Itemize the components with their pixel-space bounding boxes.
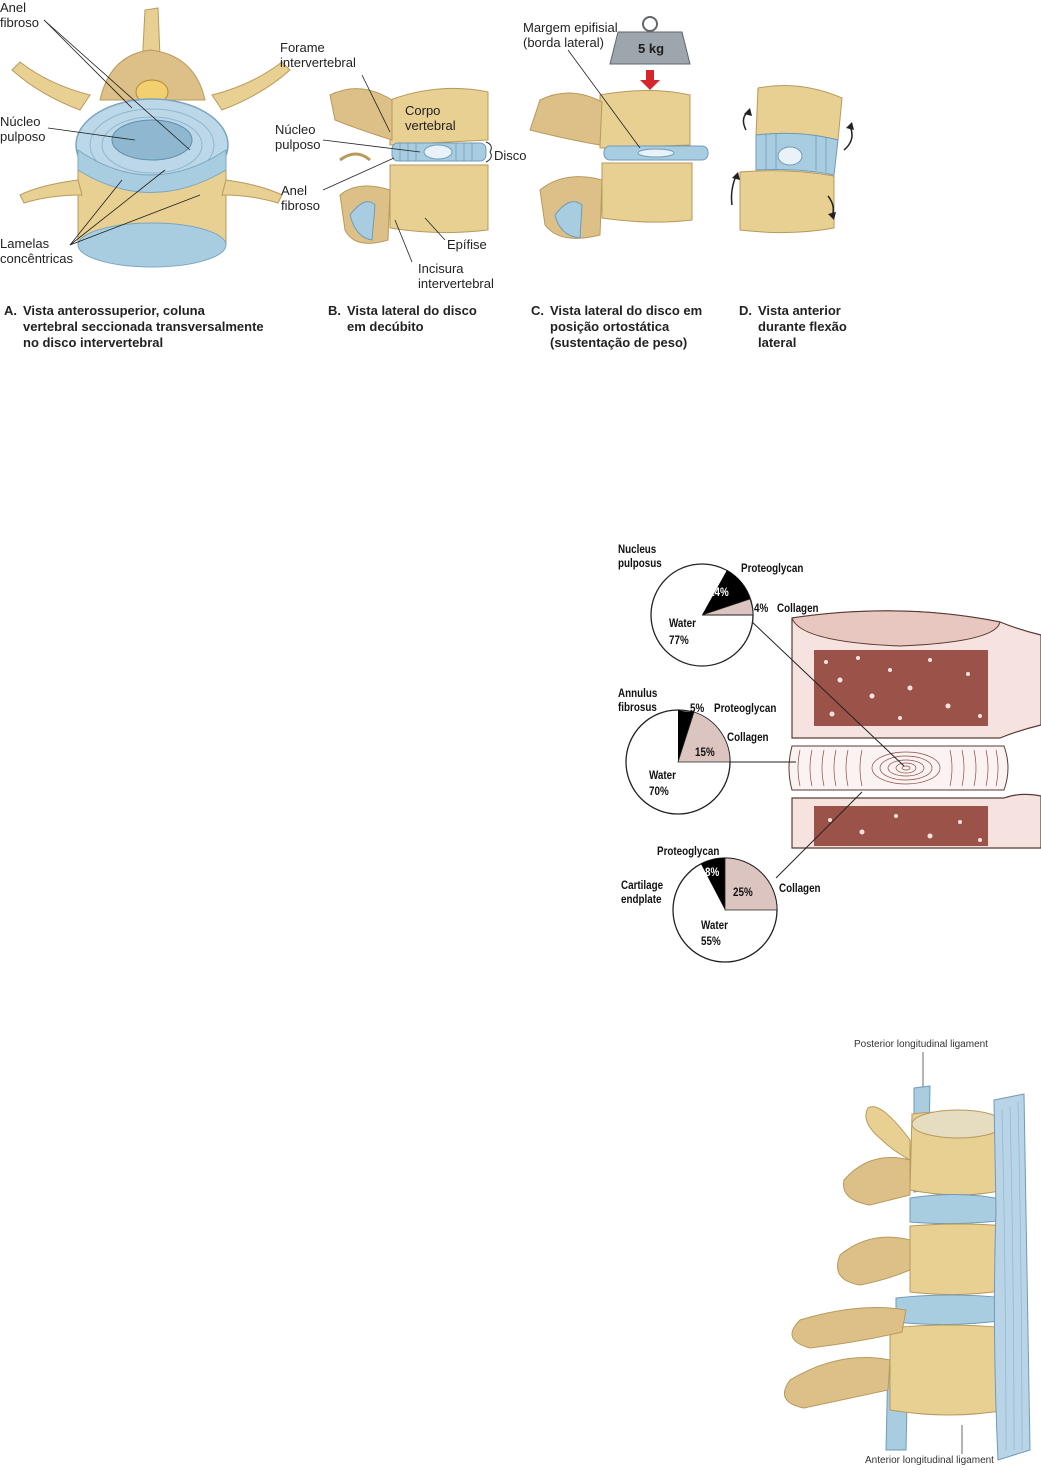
pie3-light-slice bbox=[724, 857, 778, 911]
caption-panel-b: B. Vista lateral do disco em decúbito bbox=[328, 303, 477, 334]
pie2-light-slice bbox=[677, 711, 731, 763]
label-incisura-intervertebral: Incisura intervertebral bbox=[418, 261, 494, 291]
pie2-light-pct: 15% bbox=[695, 745, 715, 759]
pie1-dark-slice bbox=[702, 570, 750, 615]
ligament-figure-illustration bbox=[783, 1052, 1031, 1461]
label-anterior-longitudinal-ligament: Anterior longitudinal ligament bbox=[865, 1455, 994, 1466]
top-figure-illustration bbox=[11, 7, 854, 268]
pie2-water-label: Water bbox=[649, 768, 676, 782]
pie-annulus-fibrosus bbox=[625, 709, 731, 815]
label-nucleo-pulposo-b: Núcleo pulposo bbox=[275, 122, 321, 152]
pie1-title: Nucleus pulposus bbox=[618, 542, 662, 570]
pie3-dark-label: Proteoglycan bbox=[657, 844, 720, 858]
pie1-water-label: Water bbox=[669, 616, 696, 630]
pie-cartilage-endplate bbox=[672, 857, 778, 963]
caption-panel-d: D. Vista anterior durante flexão lateral bbox=[739, 303, 847, 350]
pie3-light-label: Collagen bbox=[779, 881, 821, 895]
composition-figure-illustration bbox=[625, 563, 1041, 963]
pie3-title: Cartilage endplate bbox=[621, 878, 664, 906]
label-forame-intervertebral: Forame intervertebral bbox=[280, 40, 356, 70]
label-anel-fibroso-b: Anel fibroso bbox=[281, 183, 321, 213]
label-corpo-vertebral: Corpo vertebral bbox=[405, 103, 456, 133]
pie1-water-pct: 77% bbox=[669, 633, 689, 647]
pie3-water-pct: 55% bbox=[701, 934, 721, 948]
caption-panel-c: C. Vista lateral do disco em posição ort… bbox=[531, 303, 703, 350]
label-anel-fibroso: Anel fibroso bbox=[0, 0, 40, 30]
label-disco: Disco bbox=[494, 148, 527, 163]
pie1-dark-pct: 14% bbox=[709, 585, 729, 599]
pie1-dark-label: Proteoglycan bbox=[741, 561, 804, 575]
panel-b-illustration bbox=[322, 74, 492, 263]
pie3-light-pct: 25% bbox=[733, 885, 753, 899]
label-epifise: Epífise bbox=[447, 237, 487, 252]
pie2-light-label: Collagen bbox=[727, 730, 769, 744]
label-nucleo-pulposo: Núcleo pulposo bbox=[0, 114, 46, 144]
pie1-light-pct: 4% bbox=[754, 601, 769, 615]
pie2-dark-pct: 5% bbox=[690, 701, 705, 715]
pie2-dark-label: Proteoglycan bbox=[714, 701, 777, 715]
label-weight: 5 kg bbox=[638, 41, 665, 56]
pie3-water-label: Water bbox=[701, 918, 728, 932]
pie2-water-pct: 70% bbox=[649, 784, 669, 798]
pie1-light-label: Collagen bbox=[777, 601, 819, 615]
pie3-dark-slice bbox=[701, 858, 725, 910]
label-lamelas-concentricas: Lamelas concêntricas bbox=[0, 236, 73, 266]
pie2-title: Annulus fibrosus bbox=[618, 686, 658, 714]
pie-nucleus-pulposus bbox=[650, 563, 754, 667]
pie3-dark-pct: 8% bbox=[705, 865, 720, 879]
label-posterior-longitudinal-ligament: Posterior longitudinal ligament bbox=[854, 1039, 988, 1050]
label-margem-epifisial: Margem epifisial (borda lateral) bbox=[523, 20, 618, 50]
panel-d-illustration bbox=[730, 85, 854, 234]
caption-panel-a: A. Vista anterossuperior, coluna vertebr… bbox=[4, 303, 264, 350]
panel-a-illustration bbox=[11, 7, 291, 268]
panel-c-illustration bbox=[529, 16, 709, 239]
